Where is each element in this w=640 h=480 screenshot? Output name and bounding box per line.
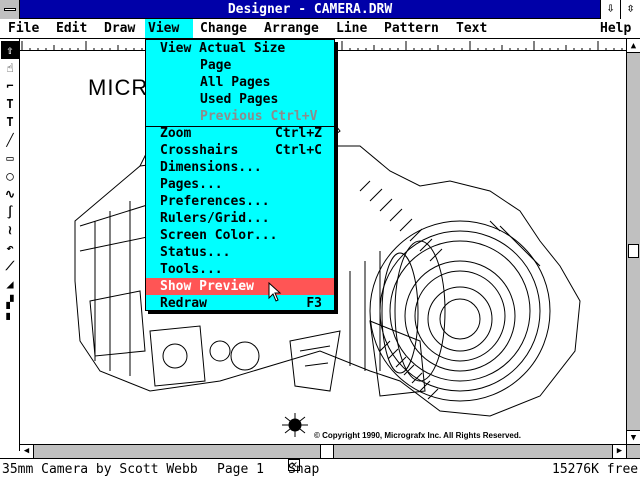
freehand-tool-icon[interactable]: ≀ [7,223,13,237]
menu-item-previous: Previous Ctrl+V [200,109,318,124]
system-menu-button[interactable] [0,0,20,19]
vertical-scrollbar[interactable]: ▲ ▼ [626,39,640,444]
line-tool-icon[interactable]: ╱ [6,133,14,147]
pan-tool-icon[interactable]: ☝ [6,61,14,75]
curve-tool-icon[interactable]: ∿ [4,187,16,201]
fill-tool-icon[interactable]: ◢ [6,277,14,291]
spider-logo [282,413,308,437]
menu-pattern[interactable]: Pattern [384,21,439,36]
toolbox: ⇧ ☝ ⌐ T T ╱ ▭ ◯ ∿ ∫ ≀ ↶ ⟋ ◢ ▞ ▘ [0,39,20,451]
scroll-right-arrow-icon[interactable]: ▶ [612,445,626,458]
title-bar: Designer - CAMERA.DRW ⇩ ⇳ [0,0,640,19]
node-tool-icon[interactable]: ⌐ [6,79,14,93]
logo-text: MICR [88,75,149,100]
brush-tool-icon[interactable]: ⟋ [5,258,15,273]
memory-free: 15276K free [552,462,639,477]
horizontal-scroll-thumb[interactable] [320,445,334,458]
menu-item-used-pages[interactable]: Used Pages [200,92,279,107]
pattern-tool-icon[interactable]: ▞ [6,295,14,309]
menu-item-tools[interactable]: Tools... [160,262,223,277]
menu-item-view-actual-size[interactable]: View Actual Size [160,41,286,56]
copyright-text: © Copyright 1990, Micrografx Inc. All Ri… [314,431,521,440]
snap-label: Snap [288,462,320,477]
menu-line[interactable]: Line [336,21,368,36]
menu-help[interactable]: Help [600,21,632,36]
scrollbar-corner [626,444,640,458]
pointer-tool-icon[interactable]: ⇧ [1,41,19,59]
menu-bar: File Edit Draw View Change Arrange Line … [0,19,640,39]
menu-draw[interactable]: Draw [104,21,136,36]
large-text-tool-icon[interactable]: T [6,115,14,129]
menu-item-all-pages[interactable]: All Pages [200,75,271,90]
vertical-scroll-thumb[interactable] [628,244,639,258]
status-bar: 35mm Camera by Scott Webb Page 1 ✕Snap 1… [0,458,640,480]
ellipse-tool-icon[interactable]: ◯ [6,169,14,183]
menu-edit[interactable]: Edit [56,21,88,36]
window-title: Designer - CAMERA.DRW [227,2,393,17]
scroll-down-arrow-icon[interactable]: ▼ [627,430,640,444]
color-tool-icon[interactable]: ▘ [6,313,14,327]
menu-item-status[interactable]: Status... [160,245,231,260]
menu-item-show-preview[interactable]: Show Preview [146,278,334,295]
scroll-up-arrow-icon[interactable]: ▲ [627,39,640,53]
maximize-button[interactable]: ⇳ [620,0,640,19]
drawing-name: 35mm Camera by Scott Webb [2,462,198,477]
bezier-tool-icon[interactable]: ∫ [6,205,14,219]
menu-item-screen-color[interactable]: Screen Color... [160,228,278,243]
horizontal-scrollbar[interactable]: ◀ ▶ [20,444,626,458]
menu-arrange[interactable]: Arrange [264,21,319,36]
menu-item-dimensions[interactable]: Dimensions... [160,160,262,175]
menu-item-page[interactable]: Page [200,58,232,73]
scroll-left-arrow-icon[interactable]: ◀ [20,445,34,458]
minimize-button[interactable]: ⇩ [600,0,620,19]
snap-checkbox-icon[interactable]: ✕ [288,459,300,471]
menu-view[interactable]: View [145,19,193,38]
menu-change[interactable]: Change [200,21,247,36]
text-tool-icon[interactable]: T [6,97,14,111]
menu-file[interactable]: File [8,21,40,36]
menu-separator [146,126,334,127]
view-menu-dropdown: View Actual Size Page All Pages Used Pag… [145,39,335,311]
restore-icon: ⇳ [626,1,635,16]
rectangle-tool-icon[interactable]: ▭ [6,151,14,165]
menu-item-pages[interactable]: Pages... [160,177,223,192]
mouse-cursor-icon [268,282,282,302]
arc-tool-icon[interactable]: ↶ [6,241,14,255]
menu-text[interactable]: Text [456,21,488,36]
menu-item-rulers-grid[interactable]: Rulers/Grid... [160,211,270,226]
down-arrow-icon: ⇩ [606,1,615,16]
page-indicator: Page 1 [217,462,264,477]
menu-item-preferences[interactable]: Preferences... [160,194,270,209]
